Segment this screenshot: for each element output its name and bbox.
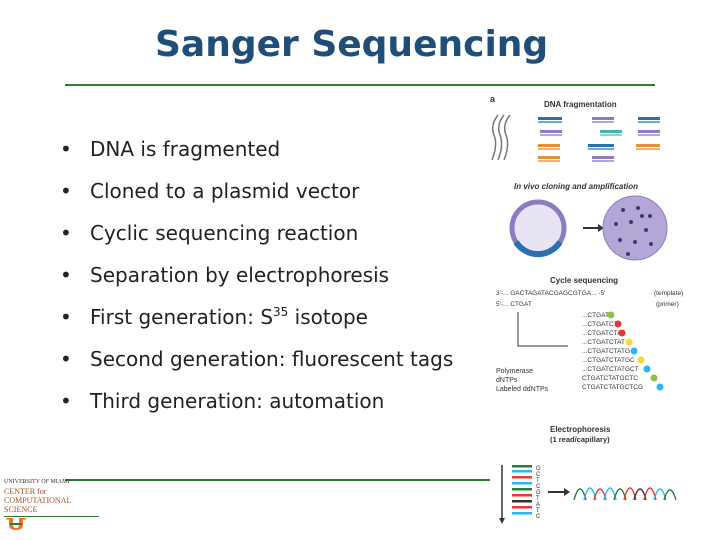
base-letter: C xyxy=(536,472,541,478)
base-letter: A xyxy=(536,502,540,508)
dna-strand-icon xyxy=(491,114,511,161)
bullet-dot: • xyxy=(60,389,72,413)
product-label: ...CTGATC xyxy=(582,312,614,319)
arrow-head-icon xyxy=(564,488,570,496)
bullet-item: • Second generation: fluorescent tags xyxy=(60,338,453,380)
bullet-dot: • xyxy=(60,305,72,329)
slide-title: Sanger Sequencing xyxy=(155,24,549,65)
logo-line: SCIENCE xyxy=(4,505,38,514)
logo-line: CENTER for xyxy=(4,487,47,496)
reagent-dntps: dNTPs xyxy=(496,377,518,384)
panel-letter: a xyxy=(490,94,496,104)
gel-bands xyxy=(512,465,532,515)
base-letter: T xyxy=(536,496,540,502)
reagent-polymerase: Polymerase xyxy=(496,368,533,375)
plasmid-icon xyxy=(509,199,567,258)
pointer-line xyxy=(517,312,568,347)
base-letter: C xyxy=(536,484,541,490)
bullet-text-suffix: isotope xyxy=(288,305,368,329)
logo-line: COMPUTATIONAL xyxy=(4,496,72,505)
bullet-text: DNA is fragmented xyxy=(90,137,281,161)
colony-icon xyxy=(602,195,668,261)
chromatogram-icon xyxy=(573,487,677,501)
bullet-text: First generation: S xyxy=(90,305,274,329)
bullet-item: • Cyclic sequencing reaction xyxy=(60,212,453,254)
bullet-item: • DNA is fragmented xyxy=(60,128,453,170)
bullet-item: • Third generation: automation xyxy=(60,380,453,422)
u-mark-icon xyxy=(6,518,26,530)
reagent-ddntps: Labeled ddNTPs xyxy=(496,386,549,393)
template-tag: (template) xyxy=(654,290,683,297)
title-underline xyxy=(65,84,655,86)
base-letter: T xyxy=(536,508,540,514)
cloning-label: In vivo cloning and amplification xyxy=(514,182,638,191)
bullet-dot: • xyxy=(60,179,72,203)
base-letter: G xyxy=(536,490,541,496)
base-letter: G xyxy=(536,466,541,472)
logo-line: UNIVERSITY OF MIAMI xyxy=(4,479,70,485)
bullet-item: • First generation: S35 isotope xyxy=(60,296,453,338)
sanger-workflow-figure: a DNA fragmentation In vivo cloning and … xyxy=(490,94,683,524)
dna-fragments xyxy=(538,117,660,162)
bullet-text: Third generation: automation xyxy=(90,389,385,413)
bullet-text: Separation by electrophoresis xyxy=(90,263,390,287)
bullet-text: Cloned to a plasmid vector xyxy=(90,179,360,203)
bullet-text: Cyclic sequencing reaction xyxy=(90,221,359,245)
electrophoresis-label: Electrophoresis xyxy=(550,425,611,434)
product-label: ...CTGATCTAT xyxy=(582,339,625,346)
fragmentation-label: DNA fragmentation xyxy=(544,100,617,109)
bullet-dot: • xyxy=(60,347,72,371)
product-label: ...CTGATCTA xyxy=(582,330,622,337)
product-label: ...CTGATCTATGC xyxy=(582,357,635,364)
bottom-rule xyxy=(65,479,490,481)
bullet-text: Second generation: fluorescent tags xyxy=(90,347,454,371)
primer-sequence: 5'-... CTGAT xyxy=(496,301,532,308)
dye-dots xyxy=(607,311,664,391)
base-letter: T xyxy=(536,478,540,484)
extension-products: ...CTGATC ...CTGATCT ...CTGATCTA ...CTGA… xyxy=(582,312,643,391)
bullet-list: • DNA is fragmented • Cloned to a plasmid … xyxy=(60,128,453,422)
university-logo: UNIVERSITY OF MIAMI CENTER for COMPUTATI… xyxy=(4,466,104,538)
product-label: ...CTGATCTATG xyxy=(582,348,630,355)
primer-tag: (primer) xyxy=(656,301,679,308)
gel-base-labels: G C T C G T A T C xyxy=(536,466,541,520)
bullet-item: • Cloned to a plasmid vector xyxy=(60,170,453,212)
arrow-head-icon xyxy=(598,224,604,232)
template-sequence: 3'-... GACTAGATACGAGCGTGA... -5' xyxy=(496,290,605,297)
bullet-dot: • xyxy=(60,263,72,287)
product-label: CTGATCTATGCTCG xyxy=(582,384,643,391)
isotope-superscript: 35 xyxy=(273,305,289,319)
bullet-dot: • xyxy=(60,221,72,245)
base-letter: C xyxy=(536,514,541,520)
electrophoresis-subtitle: (1 read/capillary) xyxy=(550,435,610,444)
product-label: ...CTGATCTATGCT xyxy=(582,366,639,373)
bullet-dot: • xyxy=(60,137,72,161)
cycle-sequencing-label: Cycle sequencing xyxy=(550,276,618,285)
migration-arrow-head-icon xyxy=(499,518,505,524)
product-label: ...CTGATCT xyxy=(582,321,618,328)
product-label: CTGATCTATGCTC xyxy=(582,375,638,382)
bullet-item: • Separation by electrophoresis xyxy=(60,254,453,296)
